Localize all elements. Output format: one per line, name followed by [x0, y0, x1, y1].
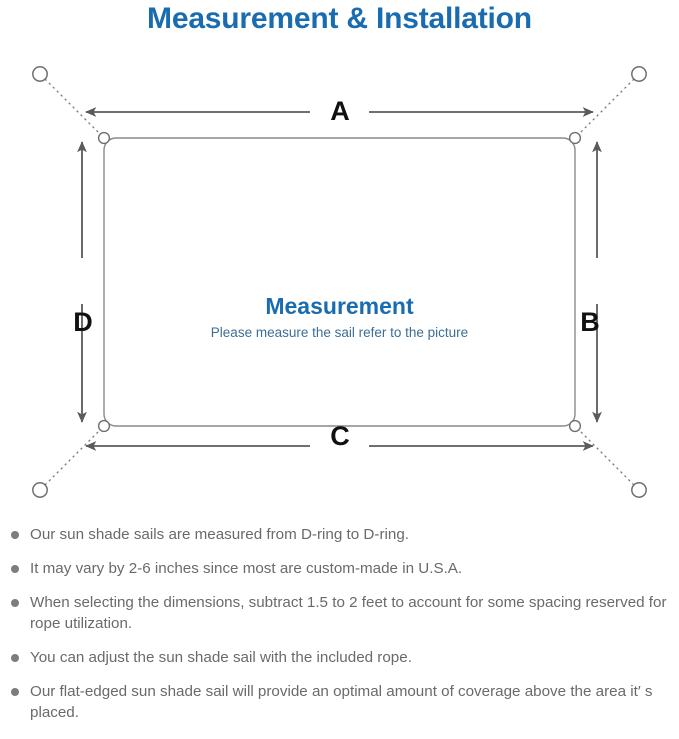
note-text: You can adjust the sun shade sail with t…	[30, 649, 412, 666]
dimension-label-a: A	[330, 96, 350, 126]
note-text: Our flat-edged sun shade sail will provi…	[30, 683, 653, 721]
anchor-point-bottom-right	[631, 482, 647, 498]
bullet-icon	[11, 688, 19, 696]
bullet-icon	[11, 531, 19, 539]
dimension-label-c: C	[330, 421, 350, 451]
note-text: Our sun shade sails are measured from D-…	[30, 526, 409, 543]
note-text: It may vary by 2-6 inches since most are…	[30, 560, 463, 577]
d-ring-top-left	[97, 131, 111, 145]
anchor-point-bottom-left	[32, 482, 48, 498]
bullet-icon	[11, 599, 19, 607]
rope-line-bottom-left	[44, 426, 104, 486]
dimension-label-b: B	[580, 307, 600, 337]
d-ring-bottom-right	[568, 419, 582, 433]
rope-line-top-left	[44, 78, 104, 138]
anchor-point-top-right	[631, 66, 647, 82]
notes-list: Our sun shade sails are measured from D-…	[0, 524, 679, 736]
diagram-svg	[32, 66, 647, 498]
dimension-label-d: D	[73, 307, 93, 337]
page-title: Measurement & Installation	[147, 2, 532, 35]
anchor-points	[32, 66, 647, 498]
list-item: You can adjust the sun shade sail with t…	[0, 647, 679, 668]
list-item: Our sun shade sails are measured from D-…	[0, 524, 679, 545]
d-ring-bottom-left	[97, 419, 111, 433]
list-item: When selecting the dimensions, subtract …	[0, 592, 679, 634]
sail-shape	[103, 137, 576, 427]
list-item: Our flat-edged sun shade sail will provi…	[0, 681, 679, 723]
note-text: When selecting the dimensions, subtract …	[30, 594, 667, 632]
d-ring-top-right	[568, 131, 582, 145]
rope-line-top-right	[575, 78, 635, 138]
anchor-point-top-left	[32, 66, 48, 82]
bullet-icon	[11, 565, 19, 573]
list-item: It may vary by 2-6 inches since most are…	[0, 558, 679, 579]
sail-measurement-diagram: A B C D Measurement Please measure the s…	[0, 52, 679, 520]
bullet-icon	[11, 654, 19, 662]
rope-lines	[44, 78, 635, 486]
rope-line-bottom-right	[575, 426, 635, 486]
d-rings	[97, 131, 582, 433]
